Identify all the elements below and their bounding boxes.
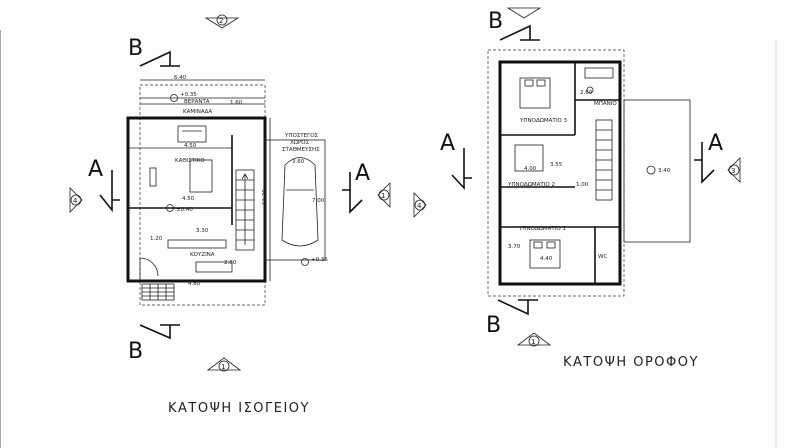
dim-left-small: 1.20 <box>150 236 163 242</box>
dim-kitchen-width: 4.80 <box>188 281 201 287</box>
orientation-marker-1-upper: 1 <box>516 332 552 347</box>
svg-text:3: 3 <box>731 167 735 175</box>
title-upper-floor: ΚΑΤΟΨΗ ΟΡΟΦΟΥ <box>563 355 699 370</box>
level-marker-veranda <box>170 94 178 102</box>
dim-hall: 1.00 <box>576 182 589 188</box>
dim-parking-depth: 7.00 <box>312 198 325 204</box>
room-parking-3: ΣΤΑΘΜΕΥΣΗΣ <box>282 147 320 153</box>
dim-bath-depth: 2.60 <box>580 90 593 96</box>
section-b-bottom-upper: B <box>486 313 501 338</box>
section-a-left-ground: A <box>88 157 103 182</box>
dim-bed2-depth: 3.55 <box>550 162 563 168</box>
ground-section-markers: B B A A <box>88 36 370 364</box>
terrace-outline <box>623 99 691 243</box>
svg-text:1: 1 <box>221 363 225 371</box>
level-parking: +0.35 <box>311 257 328 263</box>
upper-plot-outline <box>487 49 625 297</box>
title-ground-floor: ΚΑΤΟΨΗ ΙΣΟΓΕΙΟΥ <box>168 401 310 416</box>
level-veranda: +0.35 <box>180 92 197 98</box>
room-wc: WC <box>598 254 607 260</box>
upper-section-markers: B B A A <box>440 9 723 338</box>
ground-floor-plan <box>126 79 326 306</box>
upper-floor-plan <box>487 49 691 297</box>
sofa <box>189 159 213 193</box>
orientation-marker-1-side: 1 <box>377 182 391 208</box>
upper-main-walls <box>498 60 622 286</box>
section-a-left-upper: A <box>440 131 455 156</box>
section-a-right-ground: A <box>355 161 370 186</box>
side-cabinet <box>149 167 157 187</box>
room-parking-2: ΧΩΡΟΣ <box>290 140 310 146</box>
svg-text:2: 2 <box>219 17 223 25</box>
upper-staircase <box>595 119 613 201</box>
fireplace-box <box>177 125 207 143</box>
bath-sink <box>586 86 594 94</box>
room-parking-1: ΥΠΟΣΤΕΓΟΣ <box>284 133 319 139</box>
room-kitchen: ΚΟΥΖΙΝΑ <box>190 252 215 258</box>
entrance-door-swing <box>139 257 159 277</box>
level-living: ±0.40 <box>176 207 193 213</box>
ground-staircase <box>235 169 255 251</box>
level-marker-living <box>166 204 174 212</box>
svg-text:4: 4 <box>73 197 78 205</box>
orientation-marker-4-upper: 4 <box>413 192 427 218</box>
bed-1 <box>529 239 561 269</box>
dim-bed1-width: 4.40 <box>540 256 553 262</box>
section-a-right-upper: A <box>708 131 723 156</box>
dim-living-width-2: 4.50 <box>182 196 195 202</box>
orientation-marker-2: 2 <box>204 14 240 29</box>
room-fireplace: ΚΑΜΙΝΑΔΑ <box>183 109 212 115</box>
dim-parking-width: 3.60 <box>292 159 305 165</box>
kitchen-counter <box>167 239 227 249</box>
level-terrace: 3.40 <box>658 168 671 174</box>
section-b-bottom-ground: B <box>128 339 143 364</box>
section-b-top-ground: B <box>128 36 143 61</box>
room-bedroom-2: ΥΠΝΟΔΩΜΑΤΙΟ 2 <box>507 182 555 188</box>
dim-top-label: 6.40 <box>174 75 187 81</box>
entrance-steps <box>141 283 175 301</box>
orientation-marker-2-upper <box>506 7 542 19</box>
room-living: ΚΑΘΙΣΤΙΚΟ <box>175 158 205 164</box>
bed-2 <box>514 144 544 172</box>
level-marker-terrace <box>646 165 656 175</box>
svg-text:4: 4 <box>417 202 422 210</box>
svg-text:1: 1 <box>531 338 535 346</box>
room-bedroom-3: ΥΠΝΟΔΩΜΑΤΙΟ 3 <box>519 118 567 124</box>
orientation-marker-1-ground: 1 <box>206 357 242 372</box>
room-bedroom-1: ΥΠΝΟΔΩΜΑΤΙΟ 1 <box>518 226 566 232</box>
dim-living-width: 4.50 <box>184 143 197 149</box>
dim-veranda-depth: 1.60 <box>230 100 243 106</box>
dim-bed1-depth: 3.70 <box>508 244 521 250</box>
kitchen-counter-2 <box>195 261 233 273</box>
orientation-marker-3-upper: 3 <box>727 157 741 183</box>
svg-text:1: 1 <box>381 192 385 200</box>
dim-kitchen-depth: 2.80 <box>224 260 237 266</box>
dim-side-length: 11.30 <box>262 189 268 205</box>
bathtub <box>584 67 614 79</box>
dim-bed2-width: 4.00 <box>524 166 537 172</box>
car-icon <box>281 157 319 247</box>
room-veranda: ΒΕΡΑΝΤΑ <box>184 99 210 105</box>
bed-3 <box>519 77 551 109</box>
orientation-marker-4-ground: 4 <box>69 187 83 213</box>
dim-kitchen-depth-2: 3.30 <box>196 228 209 234</box>
parking-outline <box>264 139 326 261</box>
section-b-top-upper: B <box>488 9 503 34</box>
room-bath: ΜΠΑΝΙΟ <box>594 101 617 107</box>
level-marker-parking <box>301 258 309 266</box>
